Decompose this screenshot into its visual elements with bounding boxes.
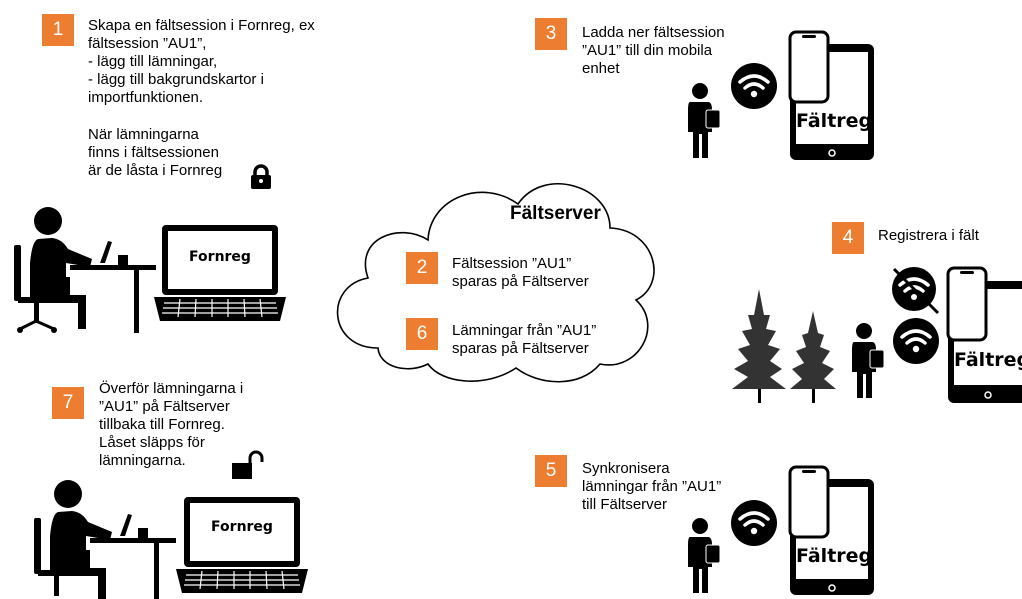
mobile-devices-step-5: Fältreg	[788, 465, 876, 597]
laptop-fornreg-bottom: Fornreg	[172, 495, 312, 595]
step-1-badge: 1	[42, 14, 74, 46]
person-at-desk-icon	[14, 207, 156, 333]
step-1-text: Skapa en fältsession i Fornreg, ex fälts…	[88, 17, 315, 106]
step-7-badge: 7	[52, 387, 84, 419]
step-3-text: Ladda ner fältsession ”AU1” till din mob…	[582, 24, 725, 77]
step-3-badge: 3	[535, 18, 567, 50]
step-4-text: Registrera i fält	[878, 227, 979, 244]
device-screen-label: Fältreg	[954, 349, 1022, 371]
cloud-title: Fältserver	[510, 203, 601, 224]
person-at-desk-icon	[34, 480, 176, 599]
step-4-badge: 4	[832, 222, 864, 254]
person-with-tablet-icon	[688, 518, 721, 593]
lock-closed-icon	[251, 164, 271, 189]
laptop-screen-label: Fornreg	[189, 249, 251, 265]
step-7-text: Överför lämningarna i ”AU1” på Fältserve…	[99, 380, 244, 469]
step-5-text: Synkronisera lämningar från ”AU1” till F…	[582, 460, 722, 513]
step-2-text: Fältsession ”AU1” sparas på Fältserver	[452, 255, 589, 290]
laptop-fornreg-top: Fornreg	[150, 223, 290, 323]
wifi-icon	[731, 500, 777, 546]
mobile-devices-step-4: Fältreg	[944, 265, 1022, 405]
step-6-badge: 6	[406, 318, 438, 350]
device-screen-label: Fältreg	[796, 545, 873, 567]
laptop-screen-label: Fornreg	[211, 519, 273, 535]
person-with-tablet-icon	[688, 83, 721, 158]
step-6-text: Lämningar från ”AU1” sparas på Fältserve…	[452, 322, 597, 357]
trees-icon	[732, 289, 836, 403]
mobile-devices-step-3: Fältreg	[788, 30, 876, 162]
wifi-off-icon	[892, 267, 940, 315]
step-2-badge: 2	[406, 252, 438, 284]
wifi-icon	[731, 63, 777, 109]
lock-open-icon	[232, 450, 264, 479]
step-5-badge: 5	[535, 455, 567, 487]
wifi-icon	[893, 318, 939, 364]
device-screen-label: Fältreg	[796, 110, 873, 132]
lock-note: När lämningarna finns i fältsessionen är…	[88, 126, 223, 179]
person-with-tablet-icon	[852, 323, 885, 398]
